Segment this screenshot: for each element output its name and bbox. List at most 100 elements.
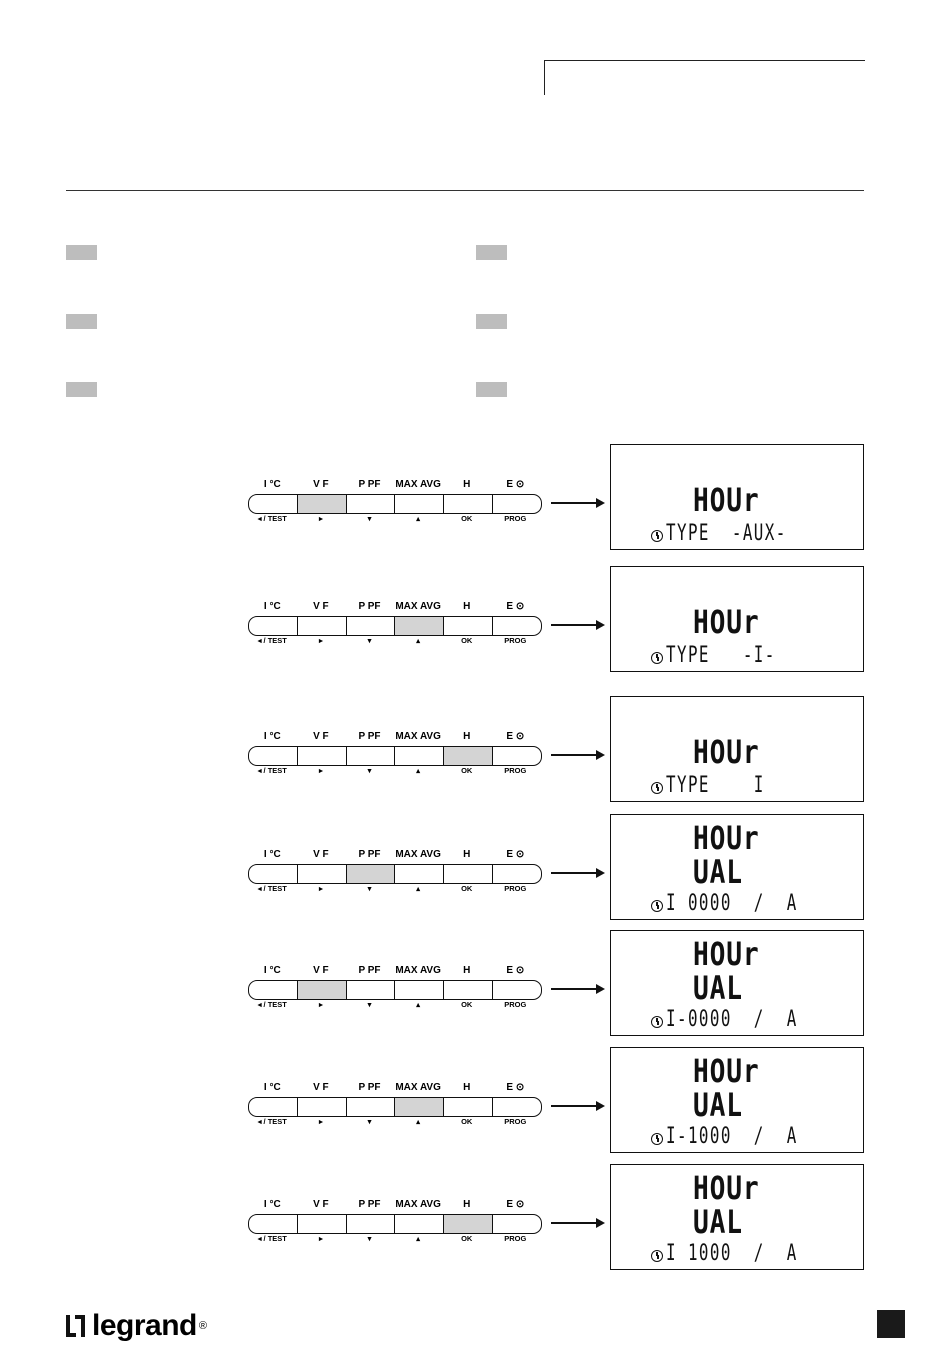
key-button[interactable] — [347, 981, 396, 999]
key-top-label: H — [463, 479, 471, 490]
lcd-line-3: TYPE -I- — [666, 643, 776, 668]
arrow-icon — [551, 620, 605, 630]
pressed-key-button[interactable] — [444, 1215, 494, 1233]
key-bottom-label: ▴ — [416, 1000, 420, 1009]
key-button[interactable] — [298, 617, 347, 635]
key-button[interactable] — [444, 981, 494, 999]
clock-icon — [651, 530, 663, 542]
key-button[interactable] — [347, 495, 396, 513]
arrow-icon — [551, 1101, 605, 1111]
key-button[interactable] — [493, 981, 541, 999]
key-top-label: V F — [313, 849, 329, 860]
key-top-label: E ⊙ — [506, 1199, 525, 1210]
clock-icon — [651, 782, 663, 794]
clock-icon — [651, 1016, 663, 1028]
lcd-line-1: HOUr — [693, 733, 760, 771]
key-bottom-label: ▾ — [367, 766, 372, 775]
arrow-icon — [551, 984, 605, 994]
key-button[interactable] — [493, 747, 541, 765]
arrow-icon — [551, 498, 605, 508]
pressed-key-button[interactable] — [297, 981, 347, 999]
key-button[interactable] — [444, 495, 494, 513]
key-button[interactable] — [347, 617, 396, 635]
key-button[interactable] — [347, 1098, 396, 1116]
key-bottom-label: ◂ / TEST — [257, 1234, 287, 1243]
key-button[interactable] — [493, 865, 541, 883]
pressed-key-button[interactable] — [297, 495, 347, 513]
key-top-label: MAX AVG — [395, 1082, 441, 1093]
key-top-label: E ⊙ — [506, 965, 525, 976]
pressed-key-button[interactable] — [395, 617, 445, 635]
key-button[interactable] — [249, 495, 298, 513]
key-top-label: P PF — [358, 479, 381, 490]
key-top-label: V F — [313, 965, 329, 976]
key-top-label: H — [463, 731, 471, 742]
clock-icon — [651, 1250, 663, 1262]
key-button[interactable] — [444, 1098, 494, 1116]
key-top-label: H — [463, 1082, 471, 1093]
key-top-label: P PF — [358, 849, 381, 860]
clock-icon — [651, 652, 663, 664]
key-bottom-label: ▸ — [319, 1117, 323, 1126]
key-button[interactable] — [249, 747, 298, 765]
key-button[interactable] — [493, 495, 541, 513]
legrand-logo: legrand ® — [66, 1306, 207, 1346]
pressed-key-button[interactable] — [444, 747, 494, 765]
key-bottom-label: ▾ — [367, 1000, 372, 1009]
pressed-key-button[interactable] — [346, 865, 396, 883]
key-top-label: I °C — [263, 479, 281, 490]
key-bottom-label: ▾ — [367, 636, 372, 645]
lcd-line-3: I-0000 / A — [666, 1007, 798, 1032]
lcd-line-2: UAL — [693, 1086, 743, 1124]
clock-icon — [651, 900, 663, 912]
key-button[interactable] — [298, 1098, 347, 1116]
key-button[interactable] — [298, 1215, 347, 1233]
key-button[interactable] — [395, 495, 445, 513]
key-button[interactable] — [444, 617, 494, 635]
key-top-label: E ⊙ — [506, 601, 525, 612]
key-top-label: P PF — [358, 965, 381, 976]
key-button[interactable] — [493, 617, 541, 635]
tab-marker — [66, 382, 97, 397]
key-bottom-label: ▾ — [367, 884, 372, 893]
key-button[interactable] — [249, 981, 298, 999]
key-bottom-label: OK — [461, 766, 473, 775]
key-bottom-label: ▾ — [367, 1117, 372, 1126]
key-button[interactable] — [249, 1098, 298, 1116]
pressed-key-button[interactable] — [395, 1098, 445, 1116]
tab-marker — [476, 382, 507, 397]
key-button[interactable] — [347, 1215, 396, 1233]
key-button[interactable] — [395, 981, 445, 999]
key-button[interactable] — [493, 1215, 541, 1233]
key-top-label: P PF — [358, 731, 381, 742]
key-button[interactable] — [249, 865, 298, 883]
key-button[interactable] — [249, 617, 298, 635]
arrow-icon — [551, 1218, 605, 1228]
key-top-label: I °C — [263, 1199, 281, 1210]
key-button[interactable] — [395, 747, 445, 765]
key-button[interactable] — [395, 865, 445, 883]
key-button[interactable] — [493, 1098, 541, 1116]
key-button[interactable] — [298, 865, 347, 883]
key-button[interactable] — [395, 1215, 445, 1233]
key-top-label: E ⊙ — [506, 849, 525, 860]
key-button[interactable] — [444, 865, 494, 883]
key-top-label: I °C — [263, 601, 281, 612]
key-top-label: P PF — [358, 1199, 381, 1210]
key-bottom-label: ▾ — [367, 514, 372, 523]
lcd-line-2: UAL — [693, 1203, 743, 1241]
key-button[interactable] — [298, 747, 347, 765]
key-top-label: MAX AVG — [395, 1199, 441, 1210]
key-button[interactable] — [347, 747, 396, 765]
key-button[interactable] — [249, 1215, 298, 1233]
